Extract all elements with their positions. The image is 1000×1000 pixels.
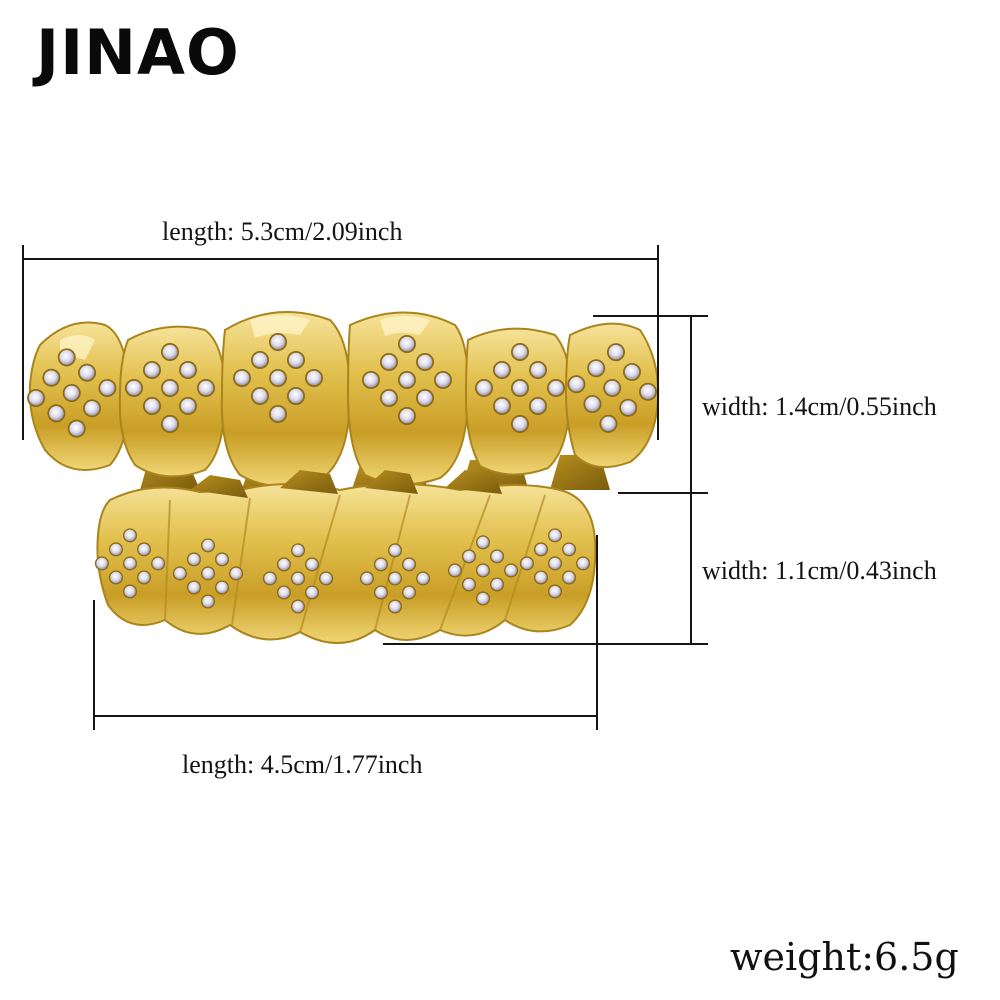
lower-width-bottom-tick bbox=[383, 643, 708, 645]
bottom-length-line bbox=[94, 715, 598, 717]
bottom-length-right-tick bbox=[596, 535, 598, 730]
weight-label: weight:6.5g bbox=[730, 935, 959, 979]
brand-logo: JINAO bbox=[36, 16, 240, 89]
upper-width-label: width: 1.4cm/0.55inch bbox=[702, 392, 937, 421]
upper-grill bbox=[21, 311, 662, 488]
top-length-label: length: 5.3cm/2.09inch bbox=[162, 217, 403, 246]
top-length-line bbox=[23, 258, 659, 260]
upper-width-top-tick bbox=[593, 315, 708, 317]
width-vertical-line bbox=[690, 315, 692, 644]
lower-width-label: width: 1.1cm/0.43inch bbox=[702, 556, 937, 585]
bottom-length-left-tick bbox=[93, 600, 95, 730]
top-length-left-tick bbox=[22, 245, 24, 440]
top-length-right-tick bbox=[657, 245, 659, 440]
lower-grill bbox=[95, 470, 597, 644]
width-middle-tick bbox=[618, 492, 708, 494]
bottom-length-label: length: 4.5cm/1.77inch bbox=[182, 750, 423, 779]
